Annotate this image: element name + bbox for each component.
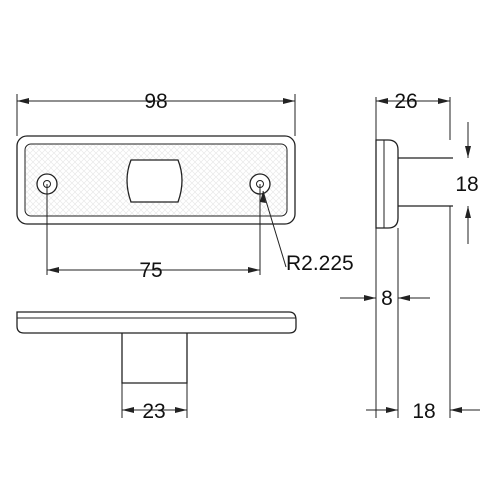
bottom-stem-outline <box>121 333 188 384</box>
bottom-plate-outline <box>16 311 297 334</box>
dim-label-hole-radius: R2.225 <box>286 252 354 275</box>
dim-label-stem-depth: 18 <box>412 400 435 423</box>
front-outer-outline <box>16 135 296 225</box>
dimension-front-width: 98 <box>16 90 296 136</box>
front-view <box>16 135 296 225</box>
dim-label-hole-spacing: 75 <box>139 259 162 282</box>
dim-label-side-width: 26 <box>394 90 417 113</box>
dimension-stem-width: 23 <box>121 383 188 423</box>
center-window-outline <box>126 159 183 203</box>
bottom-view <box>16 311 297 384</box>
dim-label-front-width: 98 <box>144 90 167 113</box>
dimension-hole-spacing: 75 <box>46 184 261 282</box>
dim-label-stem-width: 23 <box>142 400 165 423</box>
dimension-hole-radius: R2.225 <box>260 190 354 275</box>
side-body-outline <box>375 139 399 229</box>
dimension-stem-height: 18 <box>455 122 479 244</box>
dimension-body-thickness: 8 <box>340 228 430 418</box>
dim-label-body-thickness: 8 <box>381 287 393 310</box>
dimension-side-width: 26 <box>375 90 451 140</box>
dim-label-stem-height: 18 <box>455 173 478 196</box>
dimension-stem-depth: 18 <box>366 206 480 423</box>
side-view <box>375 139 453 229</box>
